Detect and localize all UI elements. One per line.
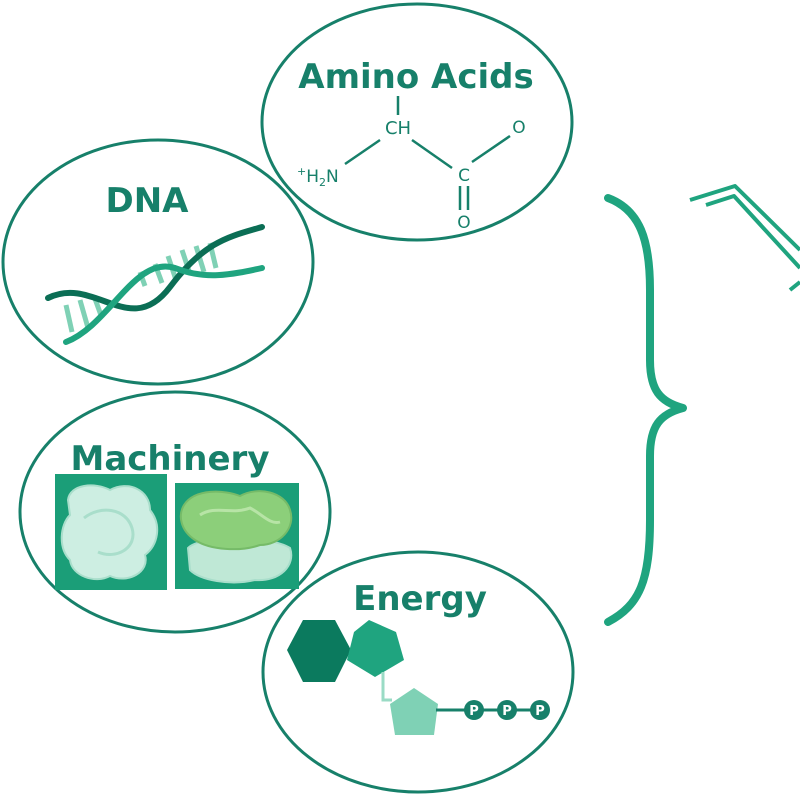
partial-device-icon: [689, 184, 800, 292]
machinery-title: Machinery: [71, 439, 270, 479]
energy-title: Energy: [353, 579, 487, 619]
amino-acids-ellipse: [260, 2, 574, 242]
amino-c-label: C: [458, 166, 470, 186]
phosphate-1: [464, 700, 484, 720]
phosphate-3: [530, 700, 550, 720]
molecular-machine-icon: [55, 474, 299, 590]
amino-ch-label: CH: [385, 118, 411, 139]
phosphate-label-3: P: [535, 704, 545, 719]
dna-title: DNA: [106, 181, 190, 221]
amino-o-top-label: O: [512, 118, 525, 138]
amino-o-bottom-label: O: [457, 213, 470, 233]
machinery-bubble: Machinery: [18, 390, 332, 634]
amino-nh2-label: +H2N: [297, 165, 339, 189]
dna-ellipse: [1, 138, 315, 386]
phosphate-label-2: P: [502, 704, 512, 719]
dna-helix-icon: [45, 224, 265, 345]
energy-bubble: Energy P P P: [261, 550, 575, 794]
energy-ellipse: [261, 550, 575, 794]
amino-acids-bubble: Amino Acids CH O C O +H2N: [260, 2, 574, 242]
amino-acids-title: Amino Acids: [298, 57, 534, 97]
curly-brace-icon: [604, 194, 687, 626]
adenine-hexagon: [287, 620, 351, 682]
phosphate-2: [497, 700, 517, 720]
dna-bubble: DNA: [1, 138, 315, 386]
phosphate-label-1: P: [469, 704, 479, 719]
adenine-pentagon: [347, 620, 404, 677]
amino-acid-structure-icon: [344, 96, 511, 210]
ribose-pentagon: [390, 688, 438, 735]
atp-molecule-icon: P P P: [287, 620, 550, 735]
